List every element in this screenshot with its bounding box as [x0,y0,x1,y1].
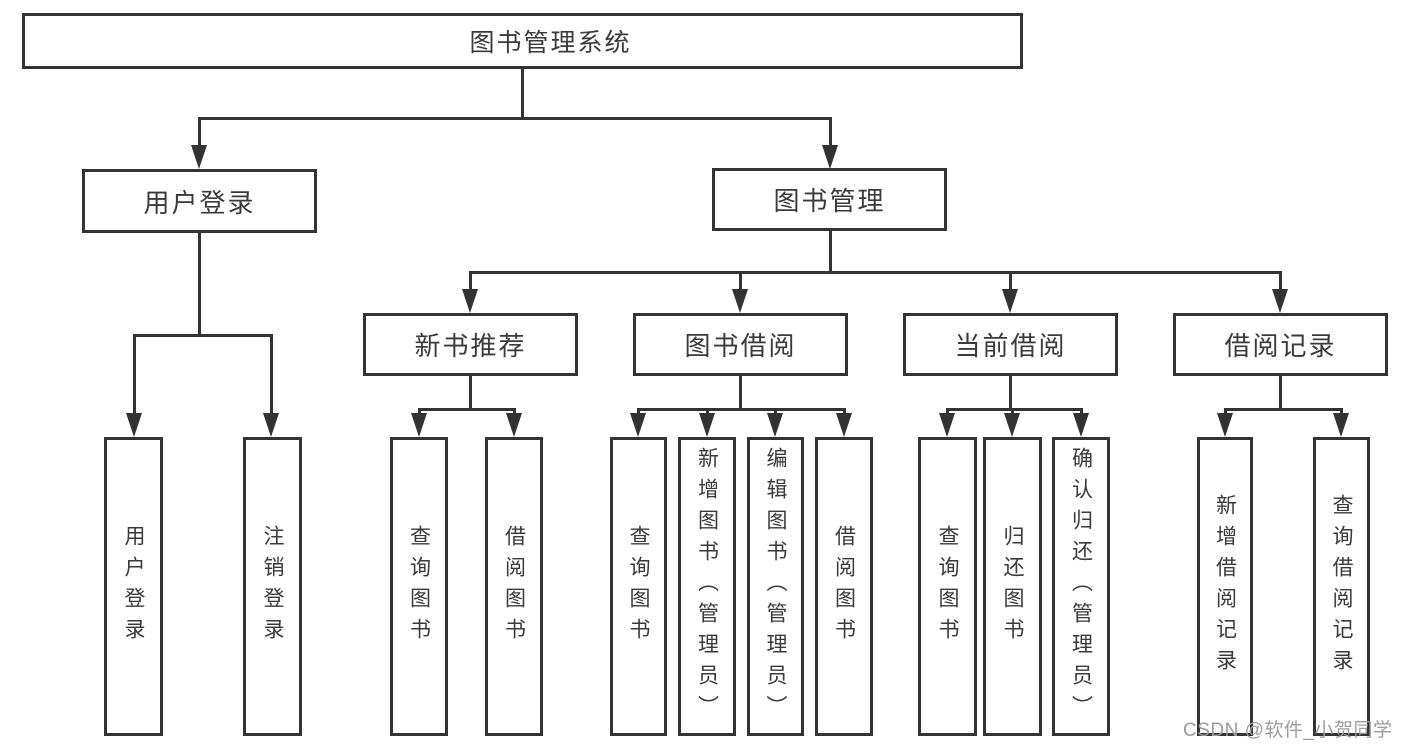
connector-current-borrow-trunk [1008,375,1012,410]
connector-to-current-borrowing [1008,271,1012,291]
leaf-current-query-books-label: 查询图书 [936,524,959,649]
arrowhead-leaf-current-query [938,413,955,437]
connector-records-split [1223,407,1343,411]
leaf-logout-label: 注销登录 [261,524,284,649]
leaf-user-login: 用户登录 [104,437,163,736]
connector-to-leaf-borrow-borrow [842,408,846,415]
node-current-borrowing: 当前借阅 [903,313,1118,376]
leaf-user-login-label: 用户登录 [122,524,145,649]
leaf-logout: 注销登录 [243,437,302,736]
arrowhead-book-borrowing [731,289,748,313]
connector-to-leaf-newbook-borrow [512,408,516,415]
connector-to-leaf-current-query [945,408,949,415]
connector-to-borrowing-records [1278,271,1282,291]
arrowhead-leaf-current-confirm [1072,413,1089,437]
connector-user-login-split [132,333,273,337]
leaf-borrow-add-books-admin: 新增图书（管理员） [678,437,736,736]
arrowhead-leaf-borrow-borrow [835,413,852,437]
node-current-borrowing-label: 当前借阅 [954,331,1067,361]
arrowhead-leaf-newbook-query [410,413,427,437]
arrowhead-leaf-logout [262,413,279,437]
leaf-newbook-query-books-label: 查询图书 [407,524,431,649]
arrowhead-current-borrowing [1001,289,1018,313]
connector-to-leaf-user-login [132,334,136,414]
arrowhead-leaf-current-return [1003,413,1020,437]
arrowhead-leaf-user-login [125,413,142,437]
leaf-current-return-books: 归还图书 [983,437,1042,736]
leaf-records-query-record: 查询借阅记录 [1313,437,1370,736]
node-borrowing-records-label: 借阅记录 [1224,331,1337,361]
leaf-borrow-borrow-books-label: 借阅图书 [832,524,856,649]
connector-to-leaf-current-return [1010,408,1014,415]
connector-to-book-management [828,117,832,147]
leaf-newbook-borrow-books-label: 借阅图书 [502,524,526,649]
arrowhead-leaf-records-add [1216,413,1233,437]
leaf-newbook-borrow-books: 借阅图书 [485,437,543,736]
connector-root-trunk [520,69,524,120]
node-new-book-recommend: 新书推荐 [363,313,578,376]
connector-book-borrow-trunk [738,375,742,410]
connector-to-leaf-borrow-edit [773,408,777,415]
connector-book-management-trunk [828,230,832,273]
connector-records-trunk [1278,375,1282,410]
leaf-records-add-record: 新增借阅记录 [1197,437,1253,736]
leaf-current-confirm-return-admin: 确认归还（管理员） [1052,437,1110,736]
node-book-management: 图书管理 [712,168,947,231]
leaf-borrow-add-books-admin-label: 新增图书（管理员） [695,447,719,726]
node-user-login: 用户登录 [82,169,317,233]
connector-to-leaf-logout [269,334,273,414]
node-user-login-label: 用户登录 [143,187,256,218]
connector-to-leaf-records-query [1339,408,1343,415]
arrowhead-borrowing-records [1271,289,1288,313]
connector-to-leaf-current-confirm [1079,408,1083,415]
leaf-borrow-edit-books-admin-label: 编辑图书（管理员） [764,447,787,726]
connector-to-leaf-records-add [1223,408,1227,415]
leaf-current-return-books-label: 归还图书 [1001,524,1024,649]
leaf-borrow-query-books: 查询图书 [610,437,667,736]
arrowhead-leaf-borrow-query [629,413,646,437]
connector-to-user-login [197,117,201,147]
arrowhead-user-login [190,145,207,169]
connector-book-borrow-split [636,407,846,411]
arrowhead-leaf-records-query [1332,413,1349,437]
leaf-current-confirm-return-admin-label: 确认归还（管理员） [1069,447,1093,726]
leaf-records-query-record-label: 查询借阅记录 [1330,493,1353,680]
node-book-borrowing: 图书借阅 [633,313,848,376]
arrowhead-book-management [821,145,838,169]
node-root: 图书管理系统 [22,13,1023,69]
arrowhead-leaf-borrow-edit [766,413,783,437]
node-new-book-recommend-label: 新书推荐 [414,331,527,361]
connector-to-book-borrowing [738,271,742,291]
connector-to-new-book-recommend [468,271,472,291]
arrowhead-leaf-borrow-add [698,413,715,437]
leaf-borrow-borrow-books: 借阅图书 [815,437,873,736]
connector-new-book-trunk [468,375,472,410]
arrowhead-new-book-recommend [461,289,478,313]
connector-to-leaf-newbook-query [417,408,421,415]
leaf-newbook-query-books: 查询图书 [390,437,448,736]
leaf-borrow-query-books-label: 查询图书 [627,524,650,649]
leaf-current-query-books: 查询图书 [918,437,977,736]
node-book-management-label: 图书管理 [773,186,886,216]
connector-user-login-trunk [197,232,201,336]
connector-level2-split [197,116,832,120]
arrowhead-leaf-newbook-borrow [505,413,522,437]
connector-level3-split [468,270,1282,274]
leaf-borrow-edit-books-admin: 编辑图书（管理员） [747,437,804,736]
connector-to-leaf-borrow-add [705,408,709,415]
node-borrowing-records: 借阅记录 [1173,313,1388,376]
connector-to-leaf-borrow-query [636,408,640,415]
leaf-records-add-record-label: 新增借阅记录 [1213,493,1237,680]
csdn-watermark: CSDN @软件_小贺同学 [1183,720,1393,741]
node-book-borrowing-label: 图书借阅 [684,331,797,361]
connector-current-borrow-split [945,407,1083,411]
connector-new-book-split [417,407,516,411]
node-root-label: 图书管理系统 [469,29,632,57]
